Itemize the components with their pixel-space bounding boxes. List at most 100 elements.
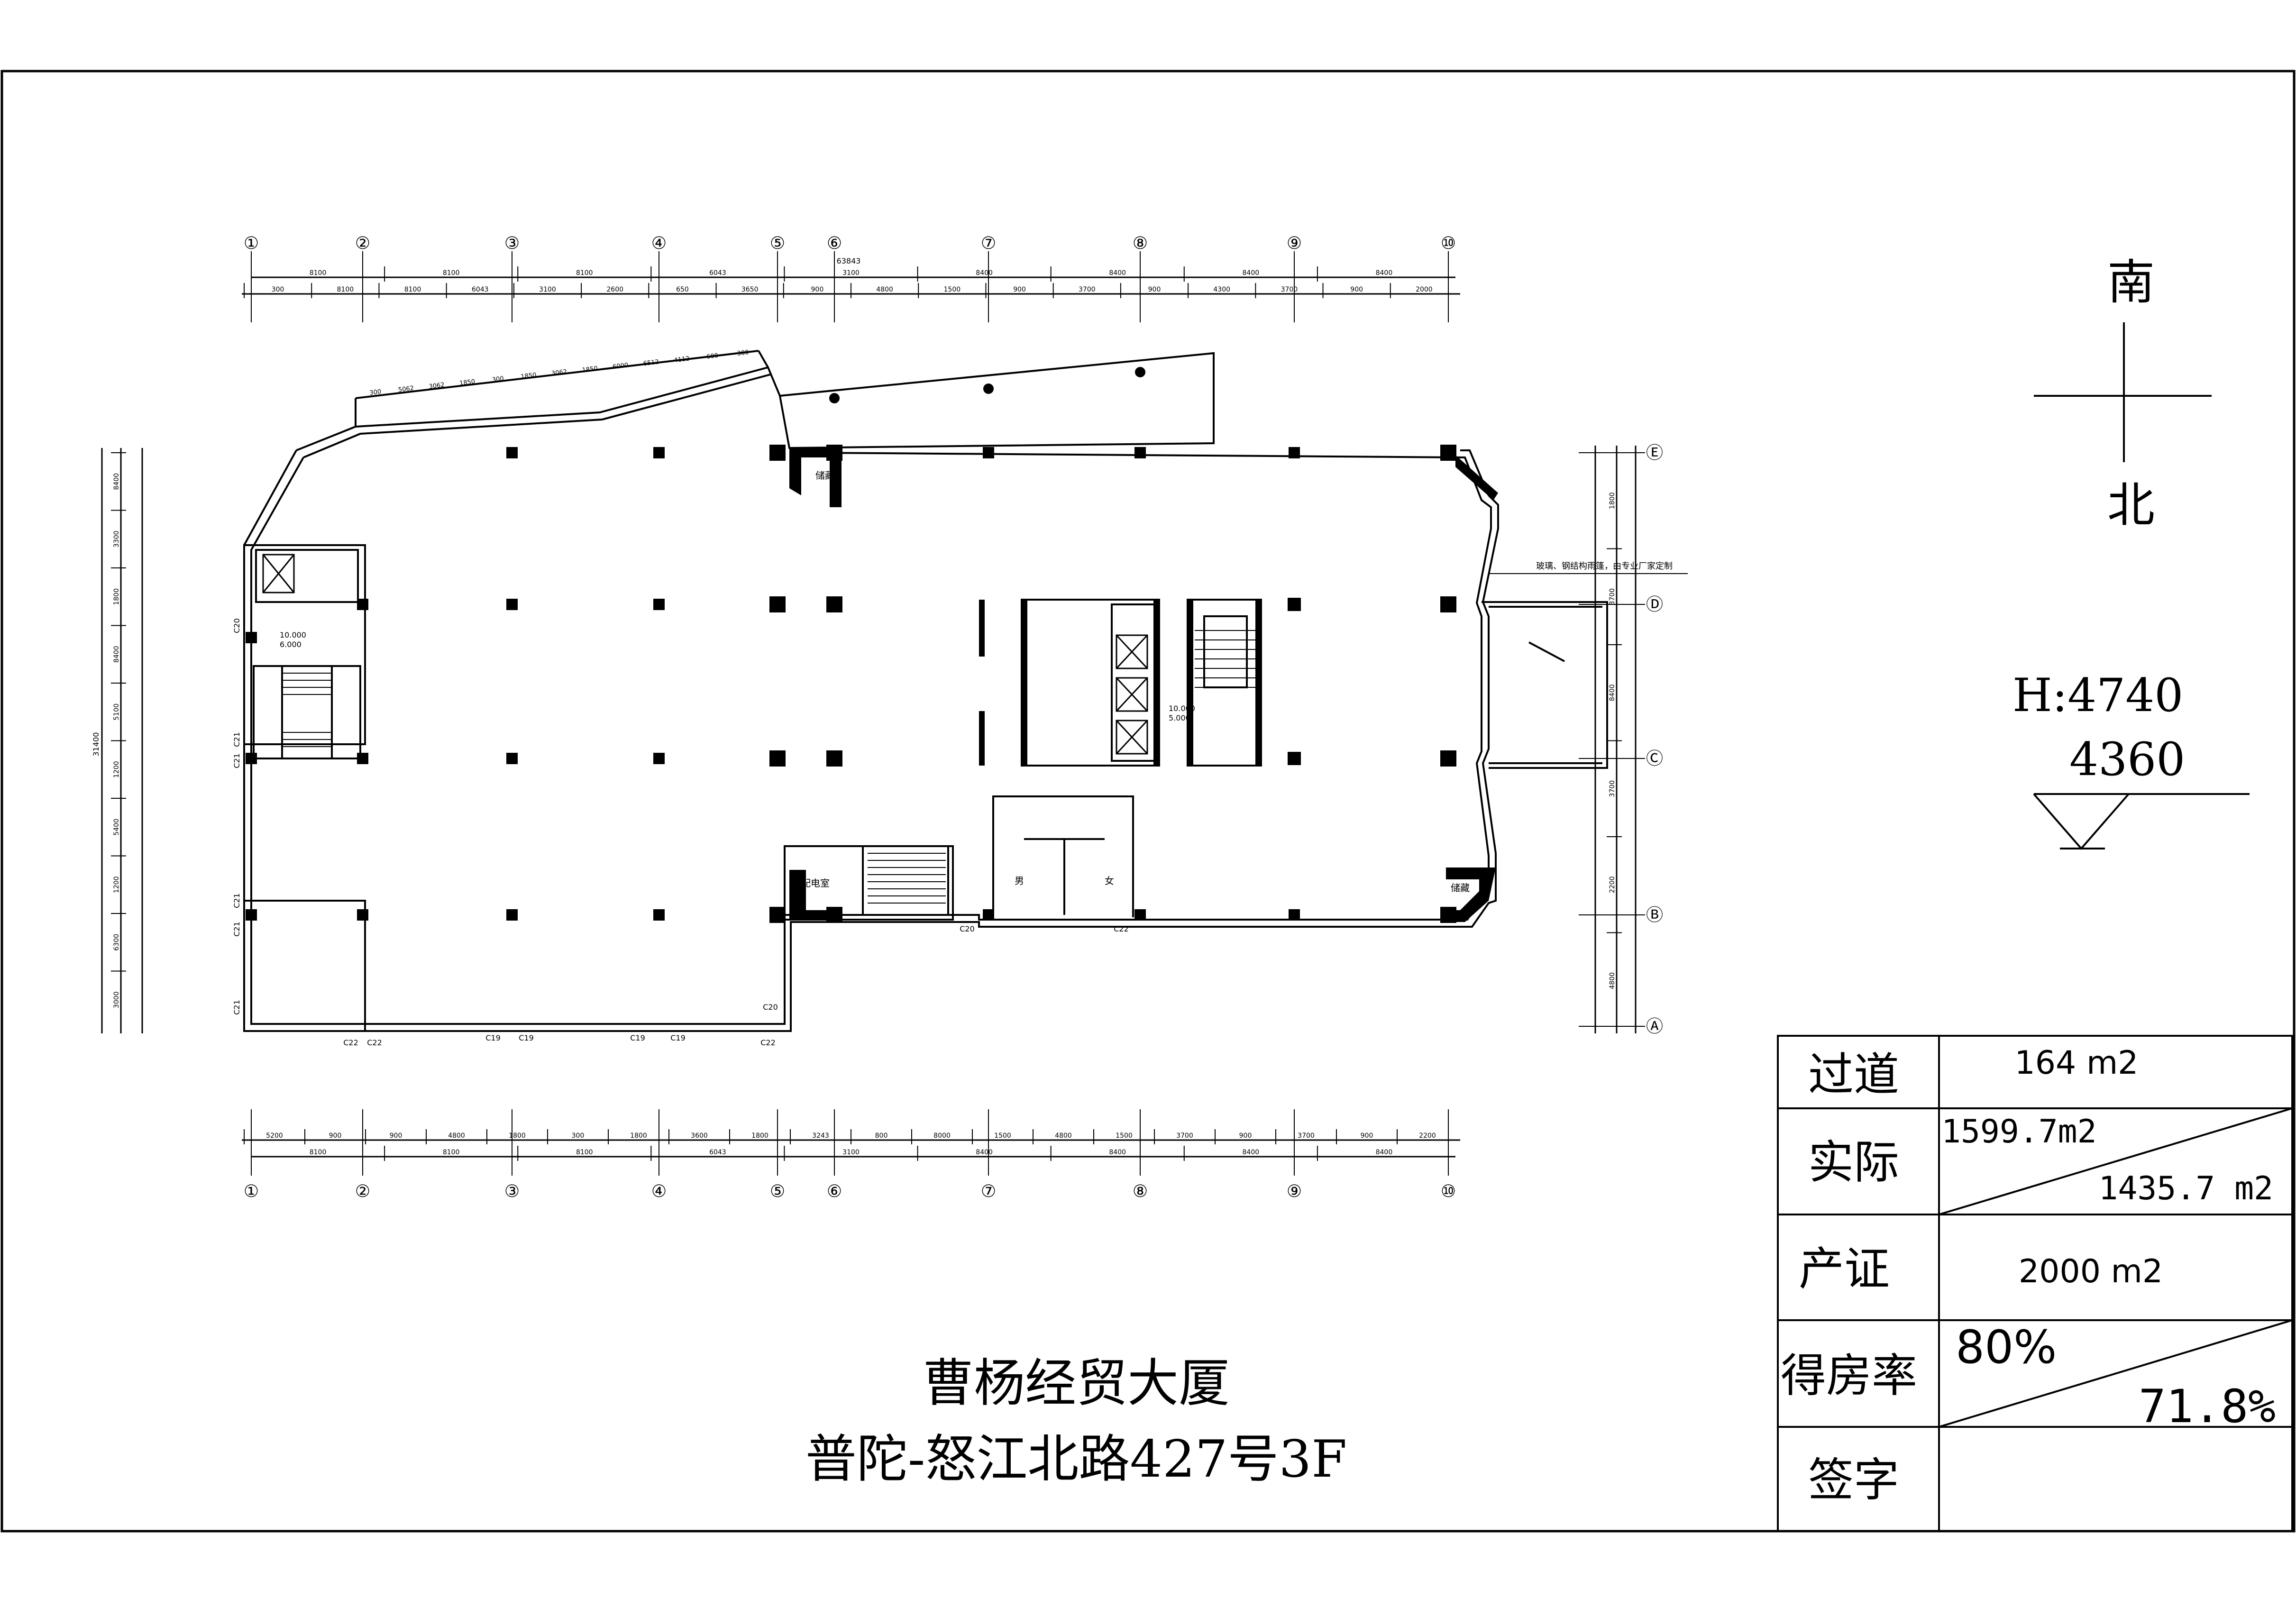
column bbox=[769, 445, 786, 461]
right-dimension-chains bbox=[1594, 446, 1637, 1033]
column bbox=[1134, 447, 1146, 458]
dimension-left: 6300 bbox=[113, 934, 120, 951]
dimension-bottom-1: 900 bbox=[329, 1132, 342, 1140]
dimension-top-1: 8400 bbox=[1109, 269, 1126, 277]
dimension-top-1: 8400 bbox=[1243, 269, 1260, 277]
dimension-left: 5400 bbox=[113, 819, 120, 836]
column-round bbox=[1135, 367, 1145, 377]
column-round bbox=[829, 393, 840, 403]
dimension-bottom-1: 2200 bbox=[1419, 1132, 1436, 1140]
window-tag: C19 bbox=[670, 1033, 686, 1042]
elevation-marker: H:4740 4360 bbox=[2012, 669, 2250, 850]
column bbox=[1440, 596, 1456, 612]
slope-dimension: 1850 bbox=[459, 378, 476, 387]
row-ratio-label: 得房率 bbox=[1781, 1349, 1917, 1402]
dimension-top-1: 8100 bbox=[310, 269, 327, 277]
column bbox=[826, 907, 842, 923]
axis-bubble-top: ⑨ bbox=[1287, 234, 1302, 253]
dimension-top-1: 6043 bbox=[709, 269, 726, 277]
drawing-frame bbox=[0, 70, 2296, 1533]
dimension-bottom-2: 8400 bbox=[1109, 1149, 1126, 1156]
window-tag: C21 bbox=[232, 732, 241, 747]
column bbox=[357, 753, 368, 764]
dimension-bottom-2: 8400 bbox=[976, 1149, 993, 1156]
axis-bubble-right: Ⓔ bbox=[1646, 443, 1663, 463]
column bbox=[246, 753, 257, 764]
dimension-bottom-1: 900 bbox=[1239, 1132, 1252, 1140]
dimension-top-2: 3650 bbox=[741, 286, 759, 293]
axis-bubble-bottom: ⑥ bbox=[827, 1182, 842, 1201]
dimension-left: 8400 bbox=[113, 646, 120, 663]
dimension-bottom-1: 1800 bbox=[630, 1132, 647, 1140]
dimension-bottom-1: 5200 bbox=[266, 1132, 283, 1140]
row-ratio-value-bottom: 71.8% bbox=[2139, 1380, 2276, 1433]
building-address: 普陀-怒江北路427号3F bbox=[805, 1430, 1347, 1489]
dimension-top-2: 2000 bbox=[1416, 286, 1433, 293]
building-outline bbox=[243, 350, 1608, 1032]
axis-bubble-top: ① bbox=[244, 234, 259, 253]
dimension-right: 1800 bbox=[1609, 492, 1616, 509]
axis-bubble-top: ⑥ bbox=[827, 234, 842, 253]
column bbox=[653, 753, 665, 764]
label-curtain-note: 玻璃、钢结构雨篷，由专业厂家定制 bbox=[1536, 561, 1673, 571]
axis-bubble-top: ⑩ bbox=[1441, 234, 1456, 253]
axis-bubble-right: Ⓐ bbox=[1646, 1017, 1663, 1036]
slope-dimension: 6512 bbox=[643, 358, 659, 367]
dimension-right: 3700 bbox=[1609, 780, 1616, 797]
column bbox=[357, 599, 368, 610]
label-level-4: 6.000 bbox=[280, 640, 302, 649]
axis-bubble-top: ② bbox=[355, 234, 370, 253]
column bbox=[506, 447, 518, 458]
window-tag: C20 bbox=[960, 924, 975, 933]
axis-bubble-bottom: ⑩ bbox=[1441, 1182, 1456, 1201]
dimension-left: 1200 bbox=[113, 761, 120, 778]
dimension-top-1: 8100 bbox=[576, 269, 593, 277]
window-tag: C22 bbox=[760, 1038, 776, 1047]
structural-columns bbox=[246, 367, 1456, 923]
row-ratio-value-top: 80% bbox=[1956, 1321, 2057, 1374]
dimension-bottom-1: 1500 bbox=[994, 1132, 1011, 1140]
overall-dimension-side: 31400 bbox=[91, 732, 101, 757]
dimension-left: 8400 bbox=[113, 473, 120, 490]
axis-bubble-top: ⑤ bbox=[770, 234, 785, 253]
slope-dimension: 3062 bbox=[429, 382, 445, 391]
column bbox=[1440, 445, 1456, 461]
label-storage-2: 储藏 bbox=[1451, 882, 1470, 894]
column bbox=[1440, 750, 1456, 767]
column bbox=[1288, 598, 1301, 611]
dimension-bottom-2: 8400 bbox=[1376, 1149, 1393, 1156]
row-corridor-value: 164 m2 bbox=[2015, 1044, 2139, 1082]
row-signature-label: 签字 bbox=[1808, 1453, 1899, 1507]
axis-bubble-bottom: ① bbox=[244, 1182, 259, 1201]
row-actual-label: 实际 bbox=[1808, 1136, 1899, 1189]
actual-diagonal bbox=[1939, 1107, 2293, 1215]
slope-dimension: 4112 bbox=[674, 355, 690, 364]
dimension-top-1: 8400 bbox=[976, 269, 993, 277]
label-level-3: 10.000 bbox=[280, 630, 306, 639]
window-tag: C19 bbox=[630, 1033, 645, 1042]
dimension-top-1: 8100 bbox=[443, 269, 460, 277]
ratio-diagonal bbox=[1939, 1319, 2293, 1428]
window-tag: C22 bbox=[367, 1038, 382, 1047]
dimension-top-2: 3700 bbox=[1079, 286, 1096, 293]
column bbox=[1440, 907, 1456, 923]
axis-bubble-top: ④ bbox=[651, 234, 667, 253]
column bbox=[653, 447, 665, 458]
label-level-1: 10.000 bbox=[1169, 704, 1195, 713]
column bbox=[1134, 909, 1146, 921]
slope-dimension: 1850 bbox=[582, 365, 598, 374]
dimension-bottom-1: 3600 bbox=[691, 1132, 708, 1140]
dimension-bottom-1: 300 bbox=[572, 1132, 585, 1140]
area-table bbox=[1777, 1035, 2293, 1532]
row-actual-value-bottom: 1435.7 m2 bbox=[2099, 1170, 2273, 1207]
slope-dimension: 1850 bbox=[521, 372, 537, 381]
dimension-bottom-2: 8100 bbox=[576, 1149, 593, 1156]
